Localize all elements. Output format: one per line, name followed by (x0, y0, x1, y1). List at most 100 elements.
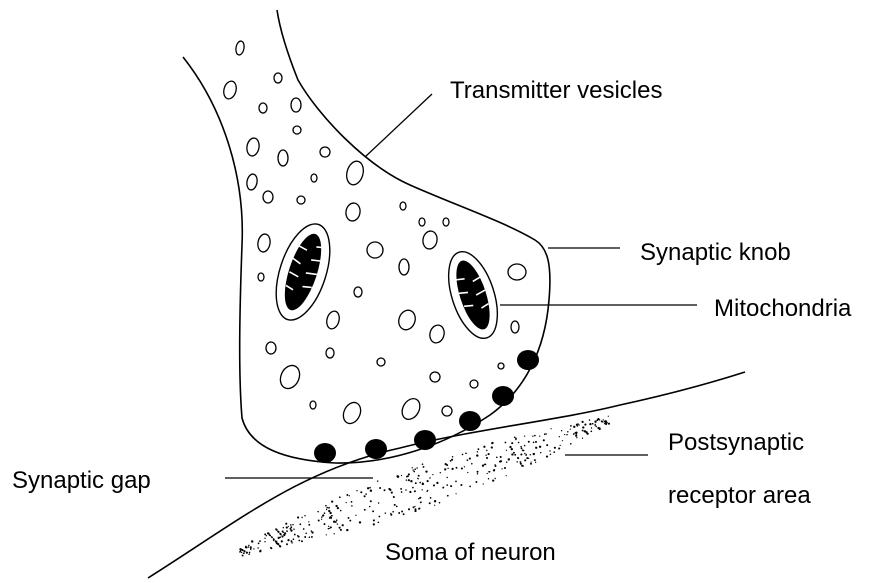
stipple-dot (477, 471, 479, 473)
label-postsynaptic-line2: receptor area (668, 482, 811, 509)
stipple-dot (535, 462, 536, 463)
stipple-dot (418, 475, 420, 477)
stipple-dot (342, 524, 344, 526)
stipple-dot (596, 419, 598, 421)
stipple-dot (283, 527, 284, 528)
stipple-dot (299, 523, 301, 525)
stipple-dot (248, 546, 250, 548)
stipple-dot (359, 521, 361, 523)
stipple-dot (461, 467, 463, 469)
stipple-dot (282, 536, 284, 538)
stipple-dot (407, 475, 409, 477)
vesicle (399, 395, 424, 422)
stipple-dot (582, 426, 584, 428)
stipple-dot (562, 440, 563, 441)
stipple-dot (602, 421, 603, 422)
stipple-dot (451, 468, 453, 470)
vesicle (442, 406, 452, 416)
stipple-dot (390, 514, 392, 516)
vesicle (291, 98, 301, 112)
stipple-dot (264, 533, 266, 535)
stipple-dot (414, 510, 416, 512)
stipple-dot (603, 419, 604, 420)
stipple-dot (294, 534, 296, 536)
stipple-dot (521, 447, 523, 449)
stipple-dot (475, 481, 477, 483)
stipple-dot (330, 526, 332, 528)
stipple-dot (414, 506, 415, 507)
stipple-dot (266, 535, 267, 536)
stipple-dot (246, 552, 248, 554)
stipple-dot (414, 468, 416, 470)
stipple-dot (364, 495, 366, 497)
stipple-dot (317, 511, 319, 513)
stipple-dot (409, 491, 411, 493)
stipple-dot (520, 461, 522, 463)
stipple-dot (420, 501, 422, 503)
stipple-dot (546, 444, 548, 446)
stipple-dot (455, 481, 457, 483)
stipple-dot (508, 458, 510, 460)
vesicle (263, 191, 273, 203)
stipple-dot (259, 540, 261, 542)
stipple-dot (487, 473, 488, 474)
stipple-dot (398, 512, 400, 514)
stipple-dot (450, 485, 452, 487)
stipple-dot (408, 479, 410, 481)
stipple-dot (396, 506, 398, 508)
vesicle (344, 159, 366, 186)
stipple-dot (483, 446, 485, 448)
stipple-dot (427, 490, 429, 492)
vesicle (293, 126, 301, 134)
vesicle (320, 147, 330, 157)
stipple-dot (241, 552, 242, 553)
label-synaptic-gap: Synaptic gap (12, 467, 151, 494)
vesicle (399, 259, 409, 275)
stipple-dot (288, 526, 289, 527)
stipple-dot (582, 438, 583, 439)
stipple-dot (311, 530, 313, 532)
stipple-dot (477, 473, 478, 474)
stipple-dot (385, 512, 387, 514)
docked-vesicle (414, 430, 436, 450)
stipple-dot (570, 443, 572, 445)
stipple-dot (423, 466, 425, 468)
vesicle (246, 173, 259, 190)
stipple-dot (325, 505, 327, 507)
stipple-dot (577, 425, 579, 427)
stipple-dot (465, 452, 467, 454)
stipple-dot (326, 509, 327, 510)
stipple-dot (446, 484, 448, 486)
stipple-dot (513, 452, 515, 454)
stipple-dot (242, 555, 244, 557)
vesicle (470, 380, 478, 388)
stipple-dot (522, 449, 524, 451)
stipple-dot (403, 513, 405, 515)
stipple-dot (450, 460, 452, 462)
stipple-dot (369, 487, 371, 489)
stipple-dot (491, 442, 493, 444)
stipple-dot (286, 527, 288, 529)
stipple-dot (416, 467, 418, 469)
stipple-dot (525, 455, 526, 456)
stipple-dot (339, 527, 341, 529)
stipple-dot (270, 535, 271, 536)
vesicle (297, 196, 305, 204)
stipple-dot (546, 433, 547, 434)
stipple-dot (304, 536, 306, 538)
stipple-dot (482, 464, 484, 466)
stipple-dot (373, 519, 375, 521)
stipple-dot (455, 493, 456, 494)
stipple-dot (274, 539, 275, 540)
stipple-dot (413, 506, 415, 508)
stipple-dot (360, 491, 362, 493)
vesicle (400, 202, 406, 210)
stipple-dot (412, 467, 413, 468)
stipple-dot (379, 487, 381, 489)
stipple-dot (331, 515, 333, 517)
stipple-dot (400, 488, 402, 490)
stipple-dot (264, 538, 265, 539)
stipple-dot (367, 487, 369, 489)
stipple-dot (322, 515, 324, 517)
